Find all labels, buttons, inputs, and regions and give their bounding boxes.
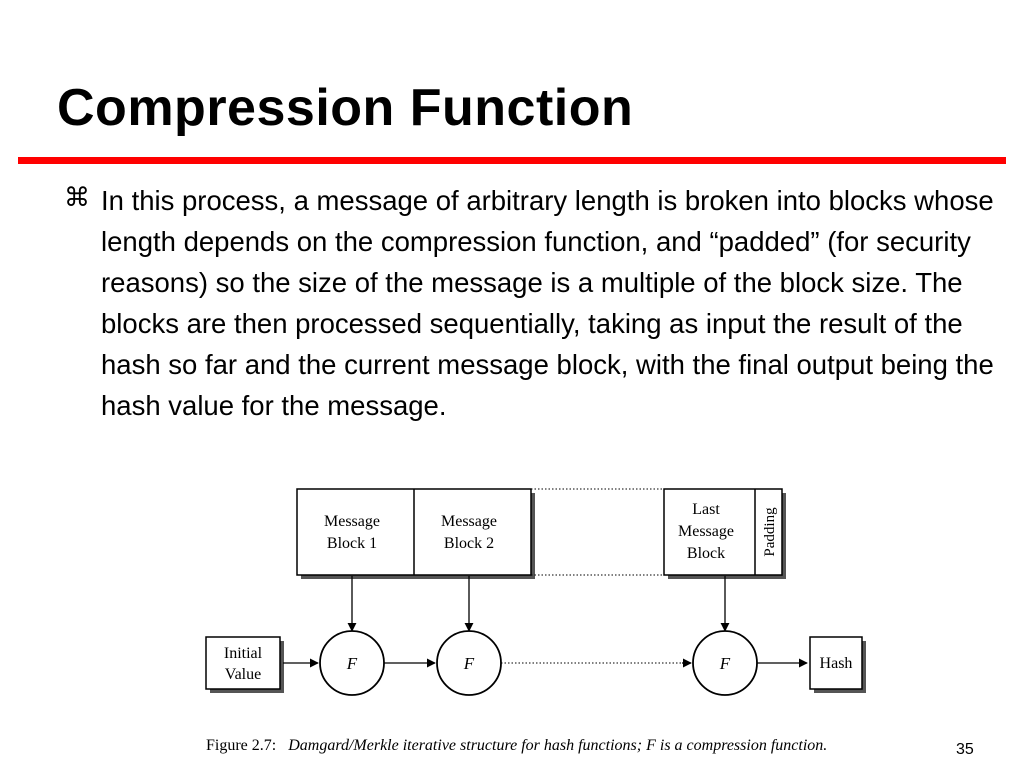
initial-value-line2: Value xyxy=(225,666,261,683)
f-label-3: F xyxy=(719,654,731,673)
bullet-text: In this process, a message of arbitrary … xyxy=(101,185,994,421)
message-block-row: Message Block 1 Message Block 2 Last Mes… xyxy=(296,488,786,579)
caption-prefix: Figure 2.7: xyxy=(206,737,276,754)
message-block-1-line1: Message xyxy=(324,513,380,530)
last-block-line1: Last xyxy=(692,501,720,518)
caption-text: Damgard/Merkle iterative structure for h… xyxy=(287,737,827,754)
initial-value-line1: Initial xyxy=(224,645,263,662)
hash-label: Hash xyxy=(820,655,853,672)
slide-title: Compression Function xyxy=(57,79,634,137)
f-label-1: F xyxy=(346,654,358,673)
padding-label: Padding xyxy=(762,507,778,557)
message-block-1-line2: Block 1 xyxy=(327,535,377,552)
last-block-line3: Block xyxy=(687,545,725,562)
f-label-2: F xyxy=(463,654,475,673)
page-number: 35 xyxy=(956,741,974,758)
figure-caption: Figure 2.7: Damgard/Merkle iterative str… xyxy=(206,737,827,754)
initial-value-box xyxy=(205,636,281,690)
bullet-item: ⌘ In this process, a message of arbitrar… xyxy=(64,180,994,426)
message-block-2-line2: Block 2 xyxy=(444,535,494,552)
message-block-2-line1: Message xyxy=(441,513,497,530)
last-block-line2: Message xyxy=(678,523,734,540)
hash-box xyxy=(809,636,863,690)
command-key-icon: ⌘ xyxy=(64,182,90,212)
last-block-box xyxy=(663,488,783,576)
title-divider xyxy=(18,157,1006,164)
